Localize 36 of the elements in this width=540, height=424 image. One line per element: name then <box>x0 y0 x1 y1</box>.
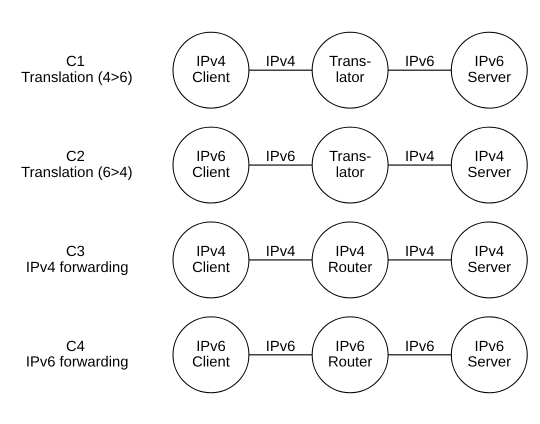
edge-label: IPv6 <box>266 338 296 354</box>
connector <box>388 258 452 260</box>
label: IPv4 forwarding <box>26 259 128 276</box>
connector <box>388 164 452 166</box>
connector <box>249 354 312 355</box>
node-circle: IPv6 Router <box>312 316 389 393</box>
node-circle: IPv6 Client <box>172 316 250 393</box>
node-circle: IPv6 Client <box>172 126 250 204</box>
connector <box>249 164 312 166</box>
node-circle: Trans-lator <box>312 31 389 108</box>
edge-label: IPv4 <box>266 54 296 70</box>
edge-label: IPv6 <box>266 148 296 165</box>
node-circle: IPv4 Client <box>172 220 250 298</box>
node-circle: IPv4 Server <box>450 220 528 298</box>
edge-label: IPv4 <box>404 243 434 260</box>
label: Translation (6>4) <box>21 164 133 180</box>
label: C4 <box>66 338 85 354</box>
node-circle: IPv4 Client <box>172 31 250 108</box>
node-circle: IPv6 Server <box>450 316 528 393</box>
label: C3 <box>66 243 85 260</box>
label: C1 <box>66 54 85 70</box>
label: C2 <box>66 148 85 165</box>
connector <box>388 354 452 355</box>
label: IPv6 forwarding <box>26 354 128 370</box>
label: Translation (4>6) <box>21 69 133 86</box>
connector <box>388 69 452 70</box>
node-circle: IPv6 Server <box>450 31 528 108</box>
node-circle: IPv4 Server <box>450 126 528 204</box>
node-circle: IPv4 Router <box>312 220 389 298</box>
connector <box>249 258 312 260</box>
edge-label: IPv6 <box>404 338 434 354</box>
node-circle: Trans-lator <box>312 126 389 204</box>
edge-label: IPv4 <box>404 148 434 165</box>
edge-label: IPv6 <box>404 54 434 70</box>
edge-label: IPv4 <box>266 243 296 260</box>
connector <box>249 69 312 70</box>
